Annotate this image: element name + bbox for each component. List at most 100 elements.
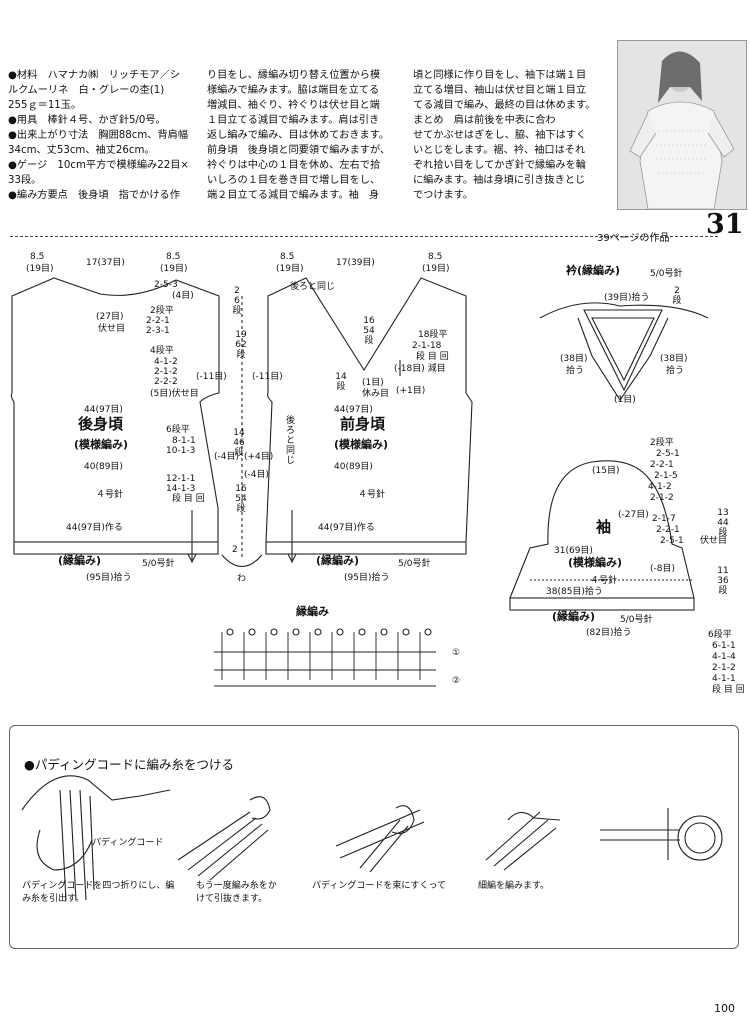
sleeve-pattern-label: (模様編み): [568, 556, 623, 569]
front-pickup: (95目)拾う: [344, 573, 390, 583]
front-needle: ４号針: [358, 490, 386, 500]
sleeve-inc-4: 4-1-1: [712, 674, 736, 684]
front-center-width: 17(39目): [336, 258, 375, 268]
page-reference: 39ページの作品: [597, 233, 670, 244]
collar-center: (1目): [614, 395, 636, 405]
instructions-column-2: り目をし、縁編み切り替え位置から模様編みで編みます。脇は端目を立てる増減目、袖ぐ…: [207, 38, 390, 218]
back-neck-stitches: (27目): [96, 312, 124, 322]
text-line: いしろの１目を巻き目で増し目をし、: [207, 175, 381, 186]
text-line: でつけます。: [413, 190, 474, 201]
front-border-label: (縁編み): [316, 554, 360, 567]
back-side-minus4: (-4目): [214, 452, 239, 462]
back-side-stitches-right: (19目): [160, 264, 188, 274]
text-line: ぞれ拾い目をしてかぎ針で縁編みを輪: [413, 160, 586, 171]
text-line: ●出来上がり寸法 胸囲88cm、背肩幅: [8, 130, 189, 141]
header-divider: [10, 236, 718, 237]
back-cast-on: 44(97目)作る: [66, 523, 123, 533]
back-center-width: 17(37目): [86, 258, 125, 268]
front-same-as-back: 後ろと同じ: [290, 282, 336, 292]
text-line: １目立てる減目で編みます。肩は引き: [207, 115, 380, 126]
back-arm-dec-2: 2-1-2: [154, 367, 178, 377]
front-body-title: 前身頃: [340, 415, 386, 433]
front-v-dec-header: 18段平: [418, 330, 448, 340]
front-v-center-rest: 休み目: [362, 389, 390, 399]
text-line: 33段。: [8, 175, 42, 186]
back-neck-dec-1: 2-2-1: [146, 316, 170, 326]
collar-hook: 5/0号針: [650, 269, 683, 279]
sleeve-cap-dec-6: 2-1-7: [652, 514, 676, 524]
front-side-width: 8.5: [280, 252, 295, 262]
back-arm-dec-1: 4-1-2: [154, 357, 178, 367]
back-side-width-right: 8.5: [166, 252, 181, 262]
text-line: ●編み方要点 後身頃 指でかける作: [8, 190, 180, 201]
collar-left-stitches: (38目): [560, 354, 588, 364]
sleeve-cap-dec-3: 2-1-5: [654, 471, 678, 481]
back-side-dec-1: 12-1-1: [166, 474, 196, 484]
back-neck-bind: 伏せ目: [98, 324, 126, 334]
front-same-side: 後ろと同じ: [286, 416, 296, 466]
back-needle: ４号針: [96, 490, 124, 500]
sleeve-top-dec: (-27目): [618, 510, 649, 520]
text-line: まとめ 肩は前後を中表に合わ: [413, 115, 556, 126]
sleeve-top: (15目): [592, 466, 620, 476]
footer-page-number: 100: [714, 1002, 735, 1015]
text-line: 増減目、袖ぐり、衿ぐりは伏せ目と端: [207, 100, 380, 111]
front-chest-width: 44(97目): [334, 405, 373, 415]
sleeve-cap-dec-4: 4-1-2: [648, 482, 672, 492]
front-v-dec: 2-1-18: [412, 341, 442, 351]
back-waist-width: 40(89目): [84, 462, 123, 472]
text-line: 様編みで編みます。脇は端目を立てる: [207, 85, 380, 96]
mid-plus4: (+4目): [244, 452, 274, 462]
front-arm-total: (-11目): [252, 372, 283, 382]
edging-title: 縁編み: [296, 605, 329, 618]
back-pickup: (95目)拾う: [86, 573, 132, 583]
text-line: 衿ぐりは中心の１目を休め、左右で拾: [207, 160, 381, 171]
howto-step-1: パディングコードを四つ折りにし、編 み糸を引出す。: [22, 881, 175, 904]
sleeve-border-label: (縁編み): [552, 610, 596, 623]
sleeve-needle: ４号針: [590, 576, 618, 586]
text-line: 立てる増目、袖山は伏せ目と端１目立: [413, 85, 587, 96]
back-arm-dec-3: 2-2-2: [154, 377, 178, 387]
howto-step-4: 細編を編みます。: [478, 881, 550, 891]
page-number-label: 31: [706, 209, 744, 240]
text-line: ●用具 棒針４号、かぎ針5/0号。: [8, 115, 166, 126]
text-line: てる減目で編み、最終の目は休めます。: [413, 100, 596, 111]
back-arm-dec-header: 4段平: [150, 346, 174, 356]
front-hook: 5/0号針: [398, 559, 431, 569]
sleeve-cap-header: 2段平: [650, 438, 674, 448]
text-line: ●ゲージ 10cm平方で模様編み22目×: [8, 160, 189, 171]
sleeve-title: 袖: [596, 518, 612, 536]
sleeve-cap-dec-8: 2-5-1: [660, 536, 684, 546]
back-side-inc-1: 8-1-1: [172, 436, 196, 446]
text-line: いとじをします。裾、衿、袖口はそれ: [413, 145, 586, 156]
text-line: ルクムーリネ 白・グレーの杢(1): [8, 85, 165, 96]
collar-left-pickup: 拾う: [566, 366, 585, 376]
collar-title: 衿(縁編み): [566, 264, 621, 277]
text-line: 34cm、丈53cm、袖丈26cm。: [8, 145, 155, 156]
sleeve-inc-sub: 段 目 回: [712, 685, 745, 695]
front-v-inc: (+1目): [396, 386, 426, 396]
front-v-center: (1目): [362, 378, 384, 388]
howto-title: ●パディングコードに編み糸をつける: [24, 757, 235, 772]
back-arm-total: (-11目): [196, 372, 227, 382]
text-line: 頃と同様に作り目をし、袖下は端１目: [413, 70, 587, 81]
back-side-inc-2: 10-1-3: [166, 446, 196, 456]
sleeve-hook: 5/0号針: [620, 615, 653, 625]
text-line: 端２目立てる減目で編みます。袖 身: [207, 190, 380, 201]
back-side-dec-2: 14-1-3: [166, 484, 196, 494]
front-side-stitches: (19目): [276, 264, 304, 274]
text-line: 前身頃 後身頃と同要領で編みますが、: [207, 145, 391, 156]
text-line: り目をし、縁編み切り替え位置から模: [207, 70, 381, 81]
text-line: 255ｇ＝11玉。: [8, 100, 82, 111]
howto-panel: [9, 725, 739, 949]
sleeve-inc-3: 2-1-2: [712, 663, 736, 673]
